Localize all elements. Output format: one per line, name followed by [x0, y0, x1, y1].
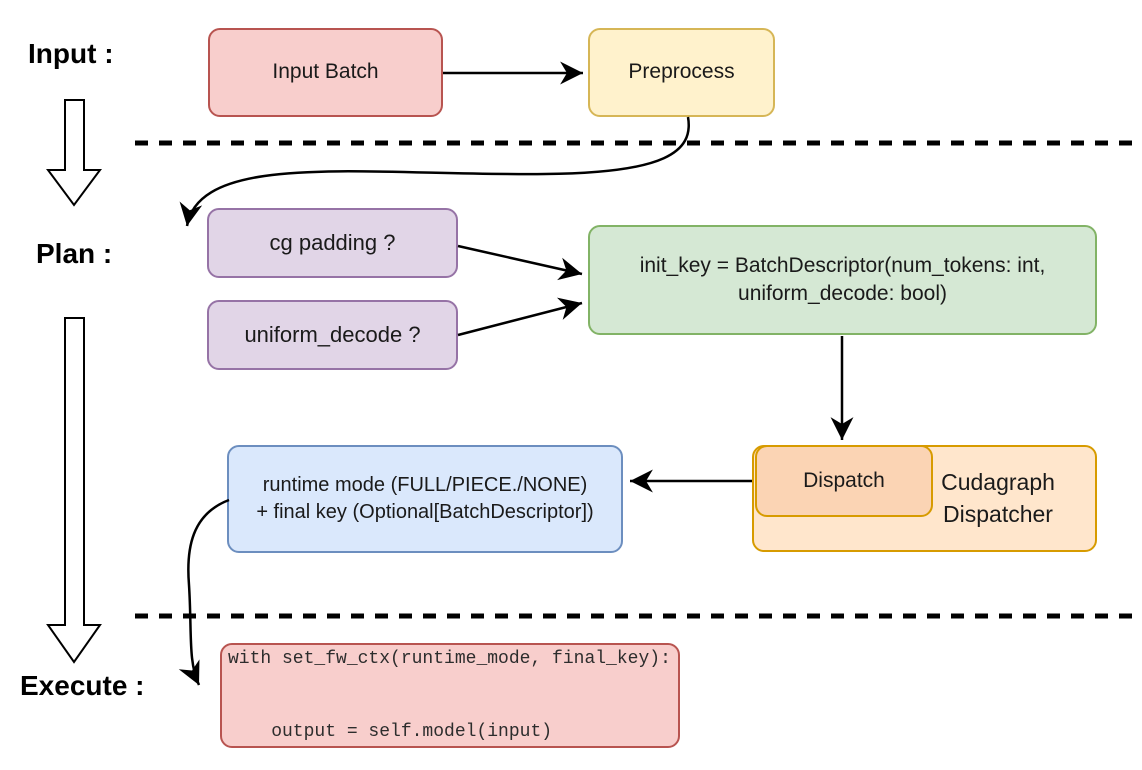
node-init-key-line2: uniform_decode: bool)	[738, 282, 947, 305]
node-uniform-decode: uniform_decode ?	[207, 300, 458, 370]
node-preprocess-label: Preprocess	[628, 60, 735, 84]
node-preprocess: Preprocess	[588, 28, 775, 117]
node-input-batch-label: Input Batch	[272, 60, 379, 84]
section-label-execute: Execute :	[20, 670, 145, 701]
node-execute-code-line1: with set_fw_ctx(runtime_mode, final_key)…	[228, 648, 671, 669]
node-runtime-line2: + final key (Optional[BatchDescriptor])	[256, 501, 594, 523]
section-label-plan: Plan :	[36, 238, 113, 269]
node-uniform-decode-label: uniform_decode ?	[244, 322, 421, 348]
section-label-input: Input :	[28, 38, 114, 69]
node-input-batch: Input Batch	[208, 28, 443, 117]
stage-arrow-input-to-plan	[46, 99, 102, 207]
node-cudagraph-line2: Dispatcher	[943, 500, 1053, 527]
connector-uniformdecode-initkey	[457, 297, 583, 337]
node-execute-code-line2: output = self.model(input)	[228, 721, 553, 742]
connector-cgpadding-initkey	[457, 244, 583, 281]
node-runtime-line1: runtime mode (FULL/PIECE./NONE)	[262, 474, 588, 496]
stage-arrow-plan-to-execute	[46, 317, 102, 664]
node-runtime-result: runtime mode (FULL/PIECE./NONE) + final …	[227, 445, 623, 553]
node-cudagraph-line1: Cudagraph	[941, 469, 1055, 496]
node-dispatch-label: Dispatch	[803, 468, 885, 492]
node-cg-padding: cg padding ?	[207, 208, 458, 278]
node-init-key: init_key = BatchDescriptor(num_tokens: i…	[588, 225, 1097, 335]
node-cg-padding-label: cg padding ?	[269, 230, 396, 256]
node-init-key-line1: init_key = BatchDescriptor(num_tokens: i…	[639, 253, 1046, 277]
node-execute-code: with set_fw_ctx(runtime_mode, final_key)…	[220, 643, 680, 748]
node-dispatch: Dispatch	[755, 445, 933, 517]
